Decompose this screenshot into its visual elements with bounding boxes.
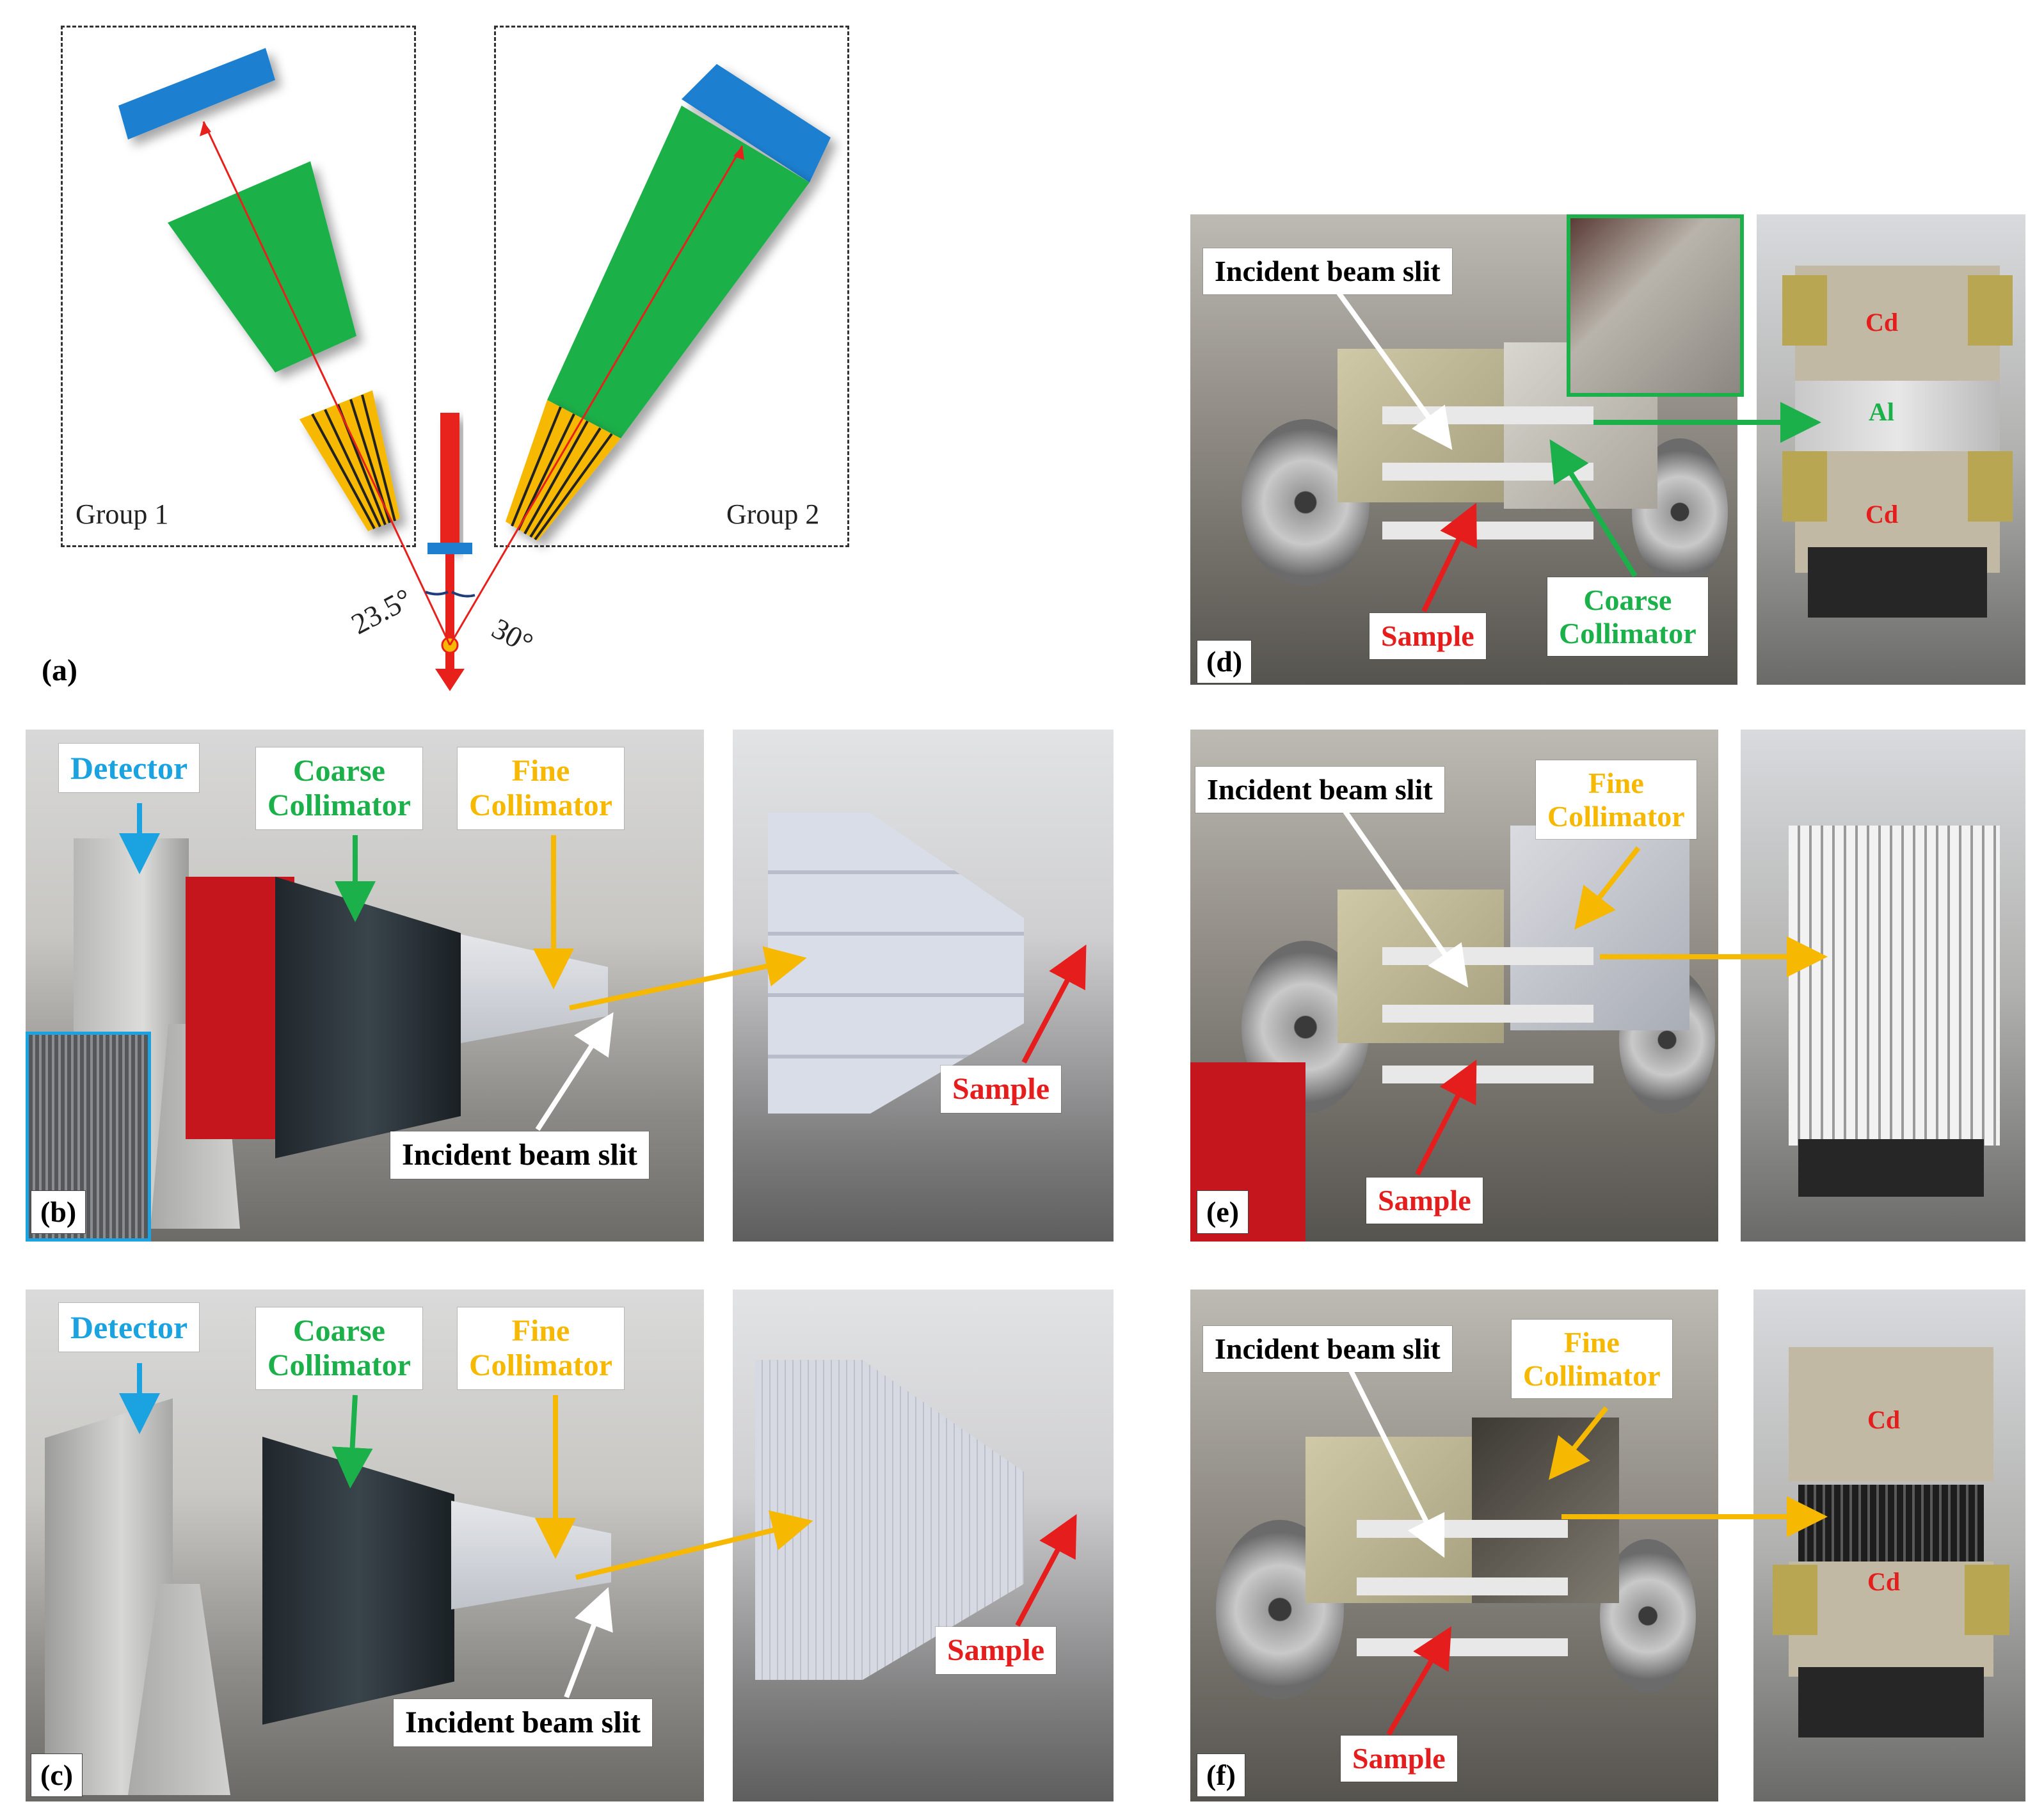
panel-f-incident-beam-slit-label: Incident beam slit: [1203, 1326, 1452, 1372]
panel-d-cd-top: Cd: [1865, 308, 1899, 337]
panel-e-incident-beam-slit-label: Incident beam slit: [1195, 767, 1444, 813]
rail-mid: [1382, 463, 1593, 481]
rail-mid: [1382, 1005, 1593, 1023]
angle-arc-right: [451, 591, 475, 598]
panel-d-coarse-collimator-label: Coarse Collimator: [1547, 577, 1708, 657]
ray-group-2-head: [733, 146, 744, 160]
dark-block: [1798, 1667, 1984, 1737]
al-foil: [1795, 381, 2000, 458]
ray-group-1: [202, 121, 451, 646]
panel-c-sample-label: Sample: [936, 1627, 1057, 1674]
fine-collimator-body: [461, 934, 608, 1043]
tape-1: [1773, 1565, 1817, 1635]
ray-group-1-head: [200, 122, 211, 136]
panel-c-label: (c): [31, 1753, 83, 1797]
panel-d-incident-beam-slit-label: Incident beam slit: [1203, 248, 1452, 294]
tape-3: [1782, 451, 1827, 522]
cd-plate-bottom: [1789, 1561, 1993, 1677]
incident-beam: [440, 413, 459, 547]
panel-f-photo-right: [1753, 1290, 2025, 1801]
tape-1: [1782, 275, 1827, 346]
rail-mid: [1357, 1577, 1568, 1595]
fine-collimator-body: [451, 1501, 611, 1609]
panel-e-photo-right: [1741, 730, 2025, 1242]
panel-f-fine-collimator-label: Fine Collimator: [1512, 1320, 1672, 1399]
rail-top: [1357, 1520, 1568, 1538]
beam-slit: [427, 543, 472, 554]
panel-b-label: (b): [31, 1190, 86, 1234]
panel-e-label: (e): [1197, 1190, 1249, 1234]
coarse-collimator-body: [262, 1437, 454, 1725]
rail-bottom: [1357, 1638, 1568, 1656]
fine-collimator-front: [1789, 826, 2000, 1146]
tape-2: [1968, 275, 2013, 346]
group-2-box: [494, 26, 849, 547]
cd-plate-top: [1795, 266, 2000, 394]
panel-d-photo-right: [1757, 214, 2025, 685]
group-2-detector: [682, 64, 831, 182]
group-2-fine-collimator: [506, 400, 621, 541]
group-1-box: [61, 26, 416, 547]
ray-group-2: [449, 145, 744, 646]
rail-top: [1382, 406, 1593, 424]
dark-block: [1808, 547, 1987, 618]
panel-f-sample-label: Sample: [1341, 1736, 1457, 1782]
panel-c-detector-label: Detector: [59, 1303, 200, 1352]
cd-plate-top: [1789, 1347, 1993, 1482]
dark-block: [1798, 1139, 1984, 1197]
panel-b-fine-collimator-label: Fine Collimator: [458, 747, 624, 829]
panel-f-cd-top: Cd: [1867, 1405, 1901, 1434]
group-1-detector: [118, 48, 275, 140]
coarse-collimator-body: [275, 877, 461, 1158]
panel-d-cd-bottom: Cd: [1865, 500, 1899, 529]
group-1-coarse-collimator: [168, 161, 356, 372]
fine-collimator-box: [1510, 826, 1689, 1030]
panel-d-sample-label: Sample: [1369, 613, 1486, 659]
panel-b-incident-beam-slit-label: Incident beam slit: [390, 1131, 650, 1179]
panel-b-coarse-collimator-label: Coarse Collimator: [256, 747, 422, 829]
panel-e-sample-label: Sample: [1366, 1178, 1483, 1224]
panel-f-label: (f): [1197, 1753, 1245, 1797]
group-1-label: Group 1: [76, 499, 169, 530]
panel-c-coarse-collimator-label: Coarse Collimator: [256, 1307, 422, 1389]
panel-f-photo-left: [1190, 1290, 1718, 1801]
tape-4: [1968, 451, 2013, 522]
group-2-label: Group 2: [726, 499, 820, 530]
angle-arc-left: [425, 591, 449, 596]
panel-c-incident-beam-slit-label: Incident beam slit: [394, 1699, 653, 1746]
tape-2: [1965, 1565, 2009, 1635]
panel-a-label: (a): [42, 653, 77, 687]
panel-b-sample-label: Sample: [941, 1066, 1062, 1113]
panel-e-fine-collimator-label: Fine Collimator: [1536, 760, 1697, 840]
panel-d-label: (d): [1197, 640, 1252, 683]
panel-b-photo-right: [733, 730, 1114, 1242]
group-1-fine-collimator: [299, 390, 400, 531]
rail-bottom: [1382, 522, 1593, 539]
slit-window: [1798, 1485, 1984, 1561]
rail-top: [1382, 947, 1593, 965]
rail-bottom: [1382, 1066, 1593, 1083]
panel-c-fine-collimator-label: Fine Collimator: [458, 1307, 624, 1389]
panel-d-al: Al: [1869, 397, 1894, 426]
panel-c-photo-right: [733, 1290, 1114, 1801]
collimator-opening: [1472, 1418, 1619, 1603]
group-2-coarse-collimator: [547, 106, 810, 438]
transmitted-beam-head: [435, 669, 465, 691]
panel-f-cd-bottom: Cd: [1867, 1567, 1901, 1596]
panel-d-inset: [1567, 214, 1744, 397]
panel-b-detector-label: Detector: [59, 744, 200, 792]
